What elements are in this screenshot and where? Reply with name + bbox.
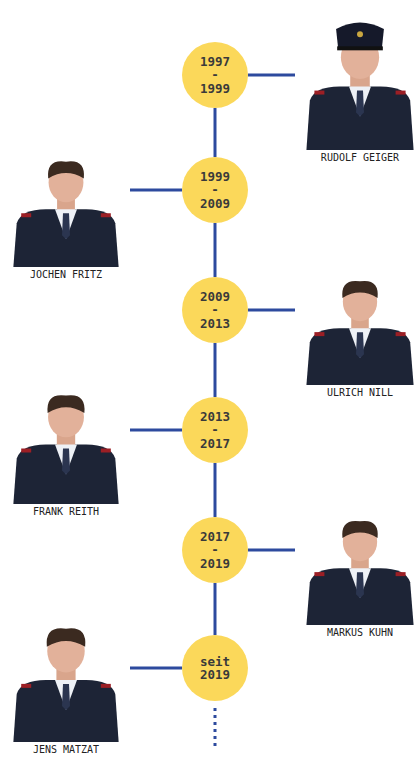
year-range: 2013 - 2017 [194,410,236,451]
year-range: seit 2019 [194,655,236,682]
timeline-connector [214,463,217,517]
year-circle: seit 2019 [182,635,248,701]
person-name: FRANK REITH [10,505,122,518]
portrait-figure [10,135,122,267]
timeline-connector [248,549,295,552]
timeline-connector [214,108,217,157]
person-name: JENS MATZAT [10,743,122,756]
portrait-figure [10,600,122,742]
portrait-box: FRANK REITH [10,368,122,518]
timeline-connector [248,74,295,77]
portrait-box: MARKUS KUHN [303,495,417,639]
timeline-connector [214,583,217,635]
year-circle: 2017 - 2019 [182,517,248,583]
year-circle: 2009 - 2013 [182,277,248,343]
continuation-dots [214,708,217,748]
year-circle: 1997 - 1999 [182,42,248,108]
year-circle: 1999 - 2009 [182,157,248,223]
person-name: MARKUS KUHN [303,626,417,639]
portrait-figure [303,495,417,625]
portrait-figure [303,255,417,385]
year-range: 1999 - 2009 [194,170,236,211]
timeline-connector [248,309,295,312]
year-circle: 2013 - 2017 [182,397,248,463]
portrait-box: JENS MATZAT [10,600,122,756]
timeline-connector [214,223,217,277]
portrait-box: JOCHEN FRITZ [10,135,122,281]
portrait-figure [10,368,122,504]
year-range: 2017 - 2019 [194,530,236,571]
person-name: RUDOLF GEIGER [303,151,417,164]
portrait-box: ULRICH NILL [303,255,417,399]
year-range: 1997 - 1999 [194,55,236,96]
timeline-connector [130,189,182,192]
person-name: JOCHEN FRITZ [10,268,122,281]
timeline-connector [214,343,217,397]
person-name: ULRICH NILL [303,386,417,399]
year-range: 2009 - 2013 [194,290,236,331]
timeline-connector [130,429,182,432]
timeline-connector [130,667,182,670]
portrait-box: RUDOLF GEIGER [303,5,417,164]
portrait-figure [303,5,417,150]
